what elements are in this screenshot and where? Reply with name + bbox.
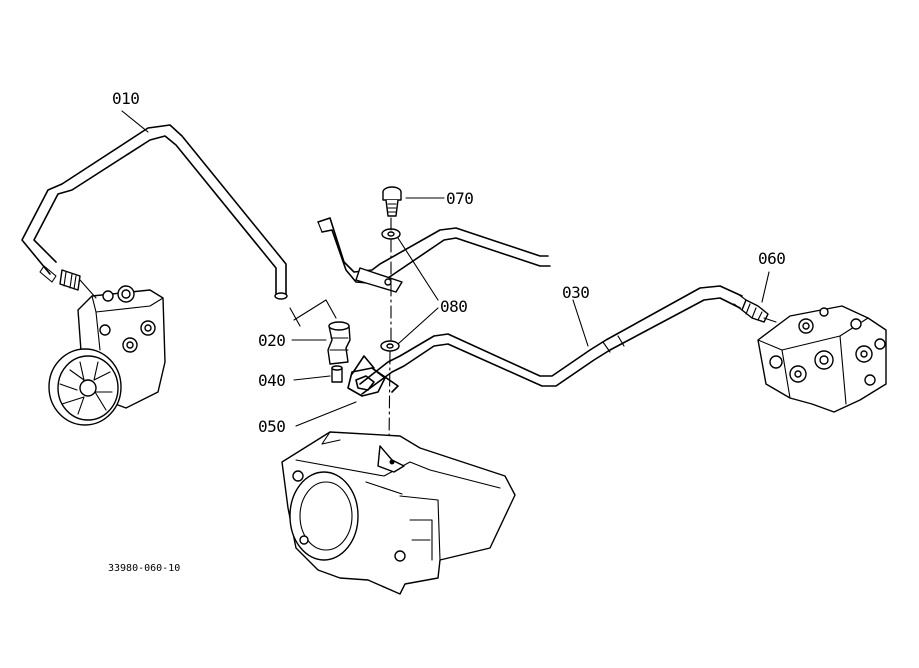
clamp-050 <box>347 355 399 397</box>
washer-080-lower <box>380 340 400 352</box>
centre-line <box>388 217 392 447</box>
callout-070: 070 <box>446 189 473 208</box>
callout-080: 080 <box>440 297 467 316</box>
leader-020-link <box>289 299 337 327</box>
bracket-assembly <box>317 217 551 293</box>
hose-020 <box>327 321 351 365</box>
callout-030: 030 <box>562 283 589 302</box>
callout-040: 040 <box>258 371 285 390</box>
hydraulic-pump <box>48 269 166 426</box>
callout-010: 010 <box>112 89 139 108</box>
callout-060: 060 <box>758 249 785 268</box>
housing <box>281 431 516 595</box>
tube-030 <box>359 285 747 395</box>
control-valve <box>757 305 887 413</box>
callout-050: 050 <box>258 417 285 436</box>
tube-010 <box>21 124 288 300</box>
drawing-code: 33980-060-10 <box>108 563 180 574</box>
tube-040 <box>331 365 343 383</box>
leader-lines <box>121 110 770 427</box>
callout-020: 020 <box>258 331 285 350</box>
bolt-070 <box>382 186 402 217</box>
fitting-060 <box>741 299 777 323</box>
